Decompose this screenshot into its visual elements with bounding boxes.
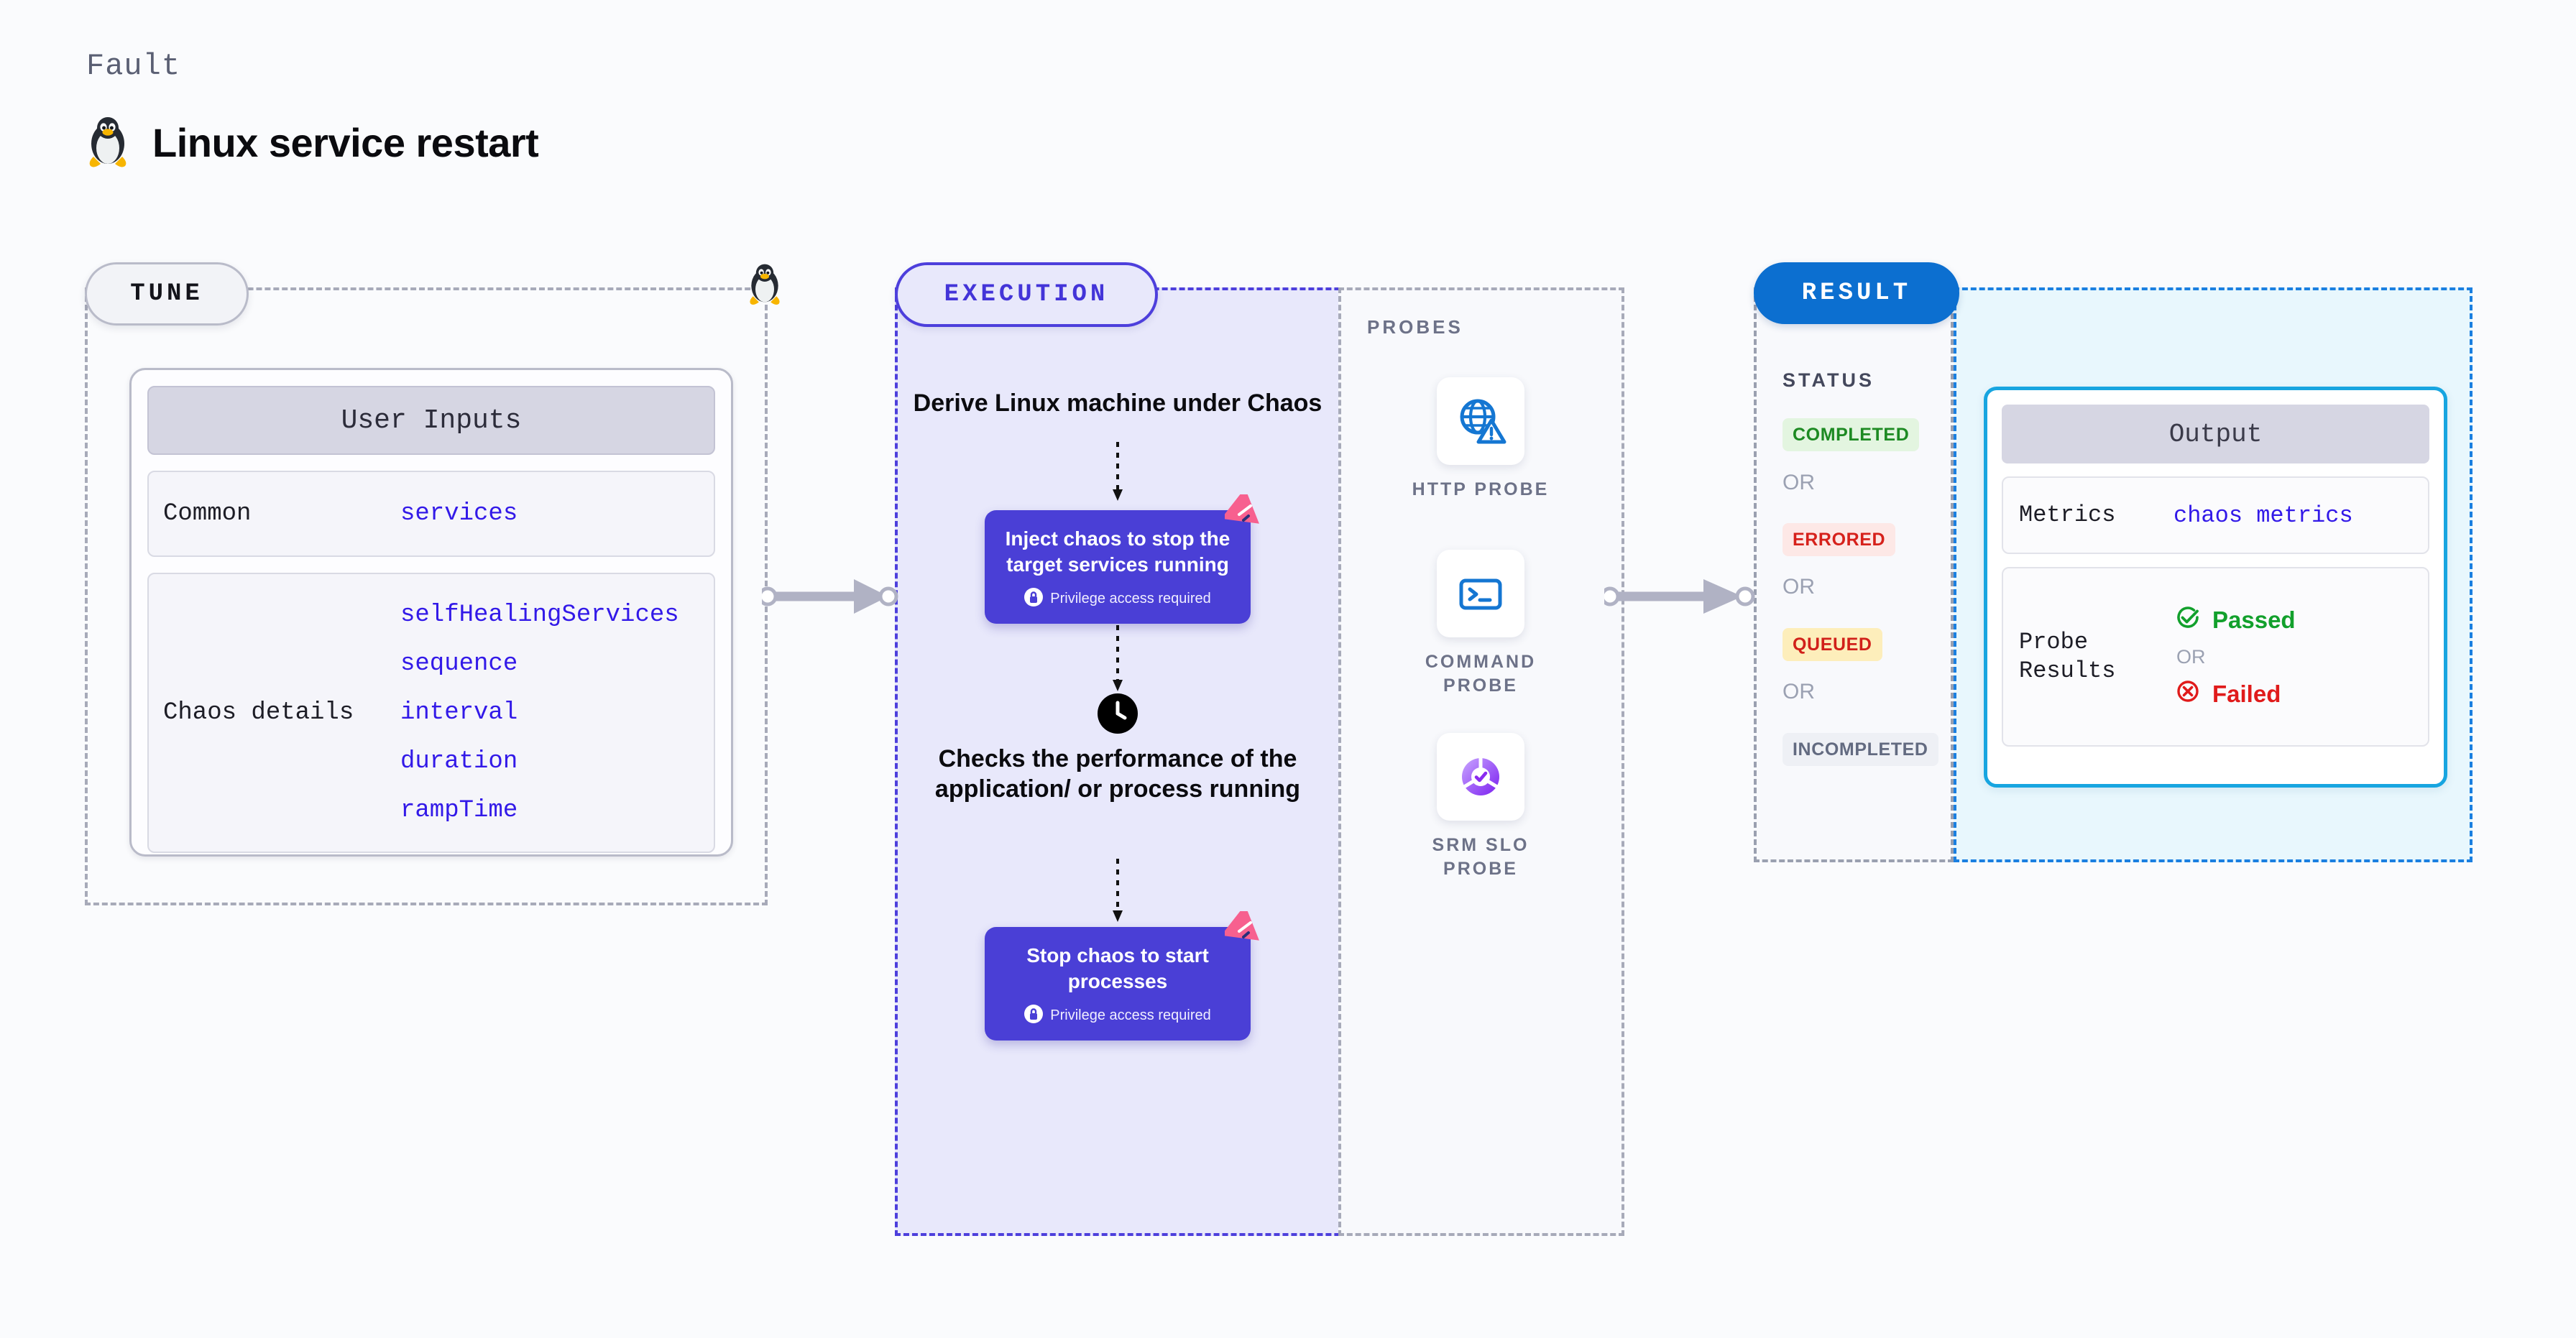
probe-srm-slo[interactable]: SRM SLO PROBE xyxy=(1410,733,1551,880)
execution-pill[interactable]: EXECUTION xyxy=(895,262,1158,327)
page-eyebrow: Fault xyxy=(86,49,181,83)
metrics-value[interactable]: chaos metrics xyxy=(2174,502,2353,529)
probes-title: PROBES xyxy=(1367,316,1463,338)
connector-execution-to-result xyxy=(1600,575,1762,622)
user-input-row-chaos-details: Chaos details selfHealingServices sequen… xyxy=(147,573,715,853)
probe-label: SRM SLO PROBE xyxy=(1432,835,1530,879)
user-inputs-card: User Inputs Common services Chaos detail… xyxy=(129,368,733,857)
status-badge-completed: COMPLETED xyxy=(1782,418,1920,451)
page-title: Linux service restart xyxy=(152,119,539,165)
status-badge-errored: ERRORED xyxy=(1782,523,1896,556)
privilege-label: Privilege access required xyxy=(1050,1007,1211,1024)
execution-step-derive: Derive Linux machine under Chaos xyxy=(913,389,1322,417)
tune-pill[interactable]: TUNE xyxy=(85,262,249,326)
tux-penguin-icon xyxy=(85,115,131,170)
status-or-3: OR xyxy=(1782,680,1815,703)
probe-label: HTTP PROBE xyxy=(1412,479,1550,499)
passed-label: Passed xyxy=(2212,606,2296,633)
check-circle-icon xyxy=(2174,603,2202,637)
status-title: STATUS xyxy=(1782,369,1874,391)
result-status-region xyxy=(1754,287,1954,862)
probe-result-or: OR xyxy=(2176,645,2206,668)
status-or-2: OR xyxy=(1782,575,1815,599)
user-input-row-common: Common services xyxy=(147,471,715,557)
privilege-label: Privilege access required xyxy=(1050,591,1211,607)
privilege-note: Privilege access required xyxy=(996,587,1239,611)
param-services[interactable]: services xyxy=(400,500,518,527)
status-or-1: OR xyxy=(1782,471,1815,494)
row-values: services xyxy=(400,500,518,527)
output-row-metrics: Metrics chaos metrics xyxy=(2002,476,2429,554)
execution-step-checks: Checks the performance of the applicatio… xyxy=(934,745,1301,803)
chaos-action-badge-icon xyxy=(1221,488,1266,535)
tux-boundary-icon xyxy=(746,262,783,310)
probe-http[interactable]: HTTP PROBE xyxy=(1410,377,1551,502)
user-inputs-title: User Inputs xyxy=(147,386,715,455)
page-title-row: Linux service restart xyxy=(85,115,539,170)
probe-results-values: Passed OR Failed xyxy=(2174,603,2296,711)
result-pill[interactable]: RESULT xyxy=(1754,262,1959,324)
slo-donut-check-icon xyxy=(1437,733,1524,821)
probe-command[interactable]: COMMAND PROBE xyxy=(1410,550,1551,697)
x-circle-icon xyxy=(2174,677,2202,711)
param-sequence[interactable]: sequence xyxy=(400,650,518,678)
action-card-label: Stop chaos to start processes xyxy=(1026,944,1209,992)
status-badge-incompleted: INCOMPLETED xyxy=(1782,733,1938,766)
lock-icon xyxy=(1024,587,1044,611)
execution-flow: Derive Linux machine under Chaos Inject … xyxy=(895,287,1340,1236)
action-card-stop-chaos[interactable]: Stop chaos to start processes Privilege … xyxy=(985,905,1259,1041)
param-ramptime[interactable]: rampTime xyxy=(400,797,518,824)
chaos-action-badge-icon xyxy=(1221,905,1266,952)
lock-icon xyxy=(1024,1004,1044,1028)
metrics-label: Metrics xyxy=(2019,502,2116,528)
status-badge-queued: QUEUED xyxy=(1782,628,1882,661)
flow-arrow-down-1 xyxy=(1110,442,1125,510)
param-duration[interactable]: duration xyxy=(400,748,518,775)
action-card-inject-chaos[interactable]: Inject chaos to stop the target services… xyxy=(985,488,1259,624)
row-label: Chaos details xyxy=(163,699,354,726)
probe-label: COMMAND PROBE xyxy=(1425,652,1537,696)
privilege-note: Privilege access required xyxy=(996,1004,1239,1028)
clock-icon xyxy=(1098,693,1138,737)
connector-tune-to-execution xyxy=(758,575,906,622)
probe-result-failed: Failed xyxy=(2174,677,2296,711)
param-selfhealingservices[interactable]: selfHealingServices xyxy=(400,601,679,629)
terminal-icon xyxy=(1437,550,1524,637)
output-row-probe-results: Probe Results Passed OR xyxy=(2002,567,2429,747)
probe-result-passed: Passed xyxy=(2174,603,2296,637)
row-label: Common xyxy=(163,500,252,527)
param-interval[interactable]: interval xyxy=(400,699,518,726)
output-title: Output xyxy=(2002,405,2429,463)
failed-label: Failed xyxy=(2212,680,2281,707)
action-card-label: Inject chaos to stop the target services… xyxy=(1005,527,1230,576)
probe-results-label: Probe Results xyxy=(2019,629,2116,684)
globe-warning-icon xyxy=(1437,377,1524,465)
row-values: selfHealingServices sequence interval du… xyxy=(400,601,679,824)
flow-arrow-down-2 xyxy=(1110,625,1125,701)
flow-arrow-down-3 xyxy=(1110,859,1125,931)
output-card: Output Metrics chaos metrics Probe Resul… xyxy=(1984,387,2447,788)
